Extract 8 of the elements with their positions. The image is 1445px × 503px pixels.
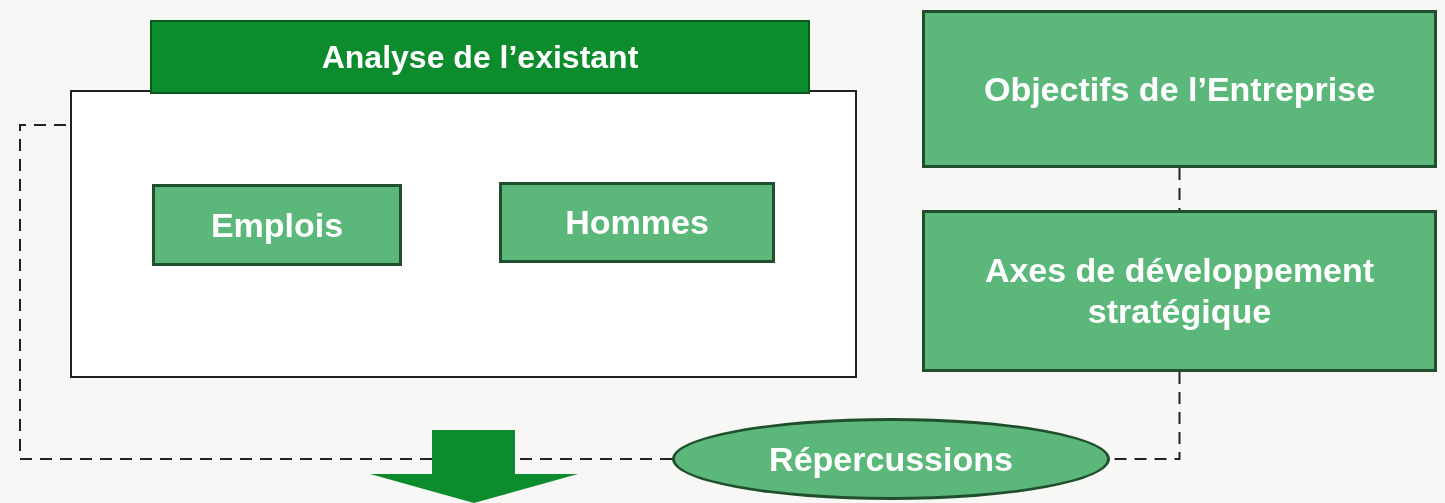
connector-line	[19, 124, 673, 460]
heading-band: Analyse de l’existant	[150, 20, 810, 94]
connector-line	[1178, 167, 1181, 211]
process-box: Objectifs de l’Entreprise	[922, 10, 1437, 168]
process-box: Hommes	[499, 182, 775, 263]
process-box: Axes de développement stratégique	[922, 210, 1437, 372]
process-box: Emplois	[152, 184, 402, 266]
ellipse-node: Répercussions	[672, 418, 1110, 500]
